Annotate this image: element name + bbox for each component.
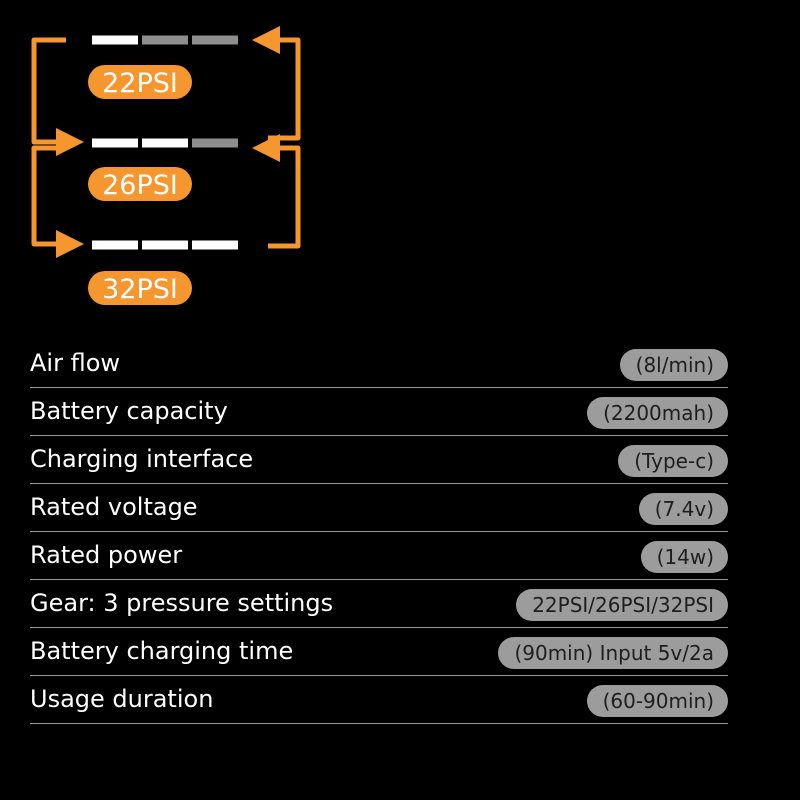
spec-row: Battery capacity (2200mah)	[30, 388, 728, 436]
spec-label: Gear: 3 pressure settings	[30, 589, 334, 617]
psi-pill	[88, 167, 192, 201]
level-segment-on	[192, 240, 238, 250]
level-segment-on	[92, 138, 138, 148]
spec-label: Rated voltage	[30, 493, 198, 521]
psi-pill-label: 22PSI	[102, 68, 178, 99]
spec-label: Battery capacity	[30, 397, 228, 425]
spec-row: Charging interface (Type-c)	[30, 436, 728, 484]
cycle-arrows	[31, 37, 301, 249]
arrow-left-26-to-32	[31, 145, 66, 247]
gear-cycle-diagram: 22PSI 26PSI 32PSI	[31, 26, 301, 305]
spec-value-pill: 22PSI/26PSI/32PSI	[516, 589, 728, 621]
spec-label: Battery charging time	[30, 637, 294, 665]
spec-value-pill: (7.4v)	[638, 493, 728, 525]
spec-row: Rated power (14w)	[30, 532, 728, 580]
level-segment-on	[142, 138, 188, 148]
psi-pill	[88, 271, 192, 305]
arrow-right-32-to-26	[268, 145, 301, 249]
level-segment-off	[142, 35, 188, 45]
arrow-head-right-icon	[56, 128, 84, 156]
spec-label: Charging interface	[30, 445, 254, 473]
arrow-heads	[56, 26, 280, 258]
arrow-left-22-to-26	[31, 37, 66, 145]
level-segment-on	[142, 240, 188, 250]
psi-pill-label: 26PSI	[102, 170, 178, 201]
spec-value-pill: (Type-c)	[618, 445, 728, 477]
spec-table: Air flow (8l/min) Battery capacity (2200mah…	[30, 340, 728, 724]
spec-value-pill: (2200mah)	[587, 397, 728, 429]
arrow-head-left-icon	[252, 26, 280, 54]
spec-label: Air flow	[30, 349, 121, 377]
spec-value-pill: (8l/min)	[619, 349, 728, 381]
spec-label: Rated power	[30, 541, 183, 569]
spec-value-pill: (60-90min)	[586, 685, 728, 717]
spec-row: Rated voltage (7.4v)	[30, 484, 728, 532]
psi-pill-label: 32PSI	[102, 274, 178, 305]
spec-value-pill: (90min) Input 5v/2a	[498, 637, 728, 669]
spec-row: Air flow (8l/min)	[30, 340, 728, 388]
spec-value-pill: (14w)	[640, 541, 728, 573]
level-segment-on	[92, 240, 138, 250]
arrow-right-26-to-22	[268, 37, 301, 141]
spec-row: Gear: 3 pressure settings 22PSI/26PSI/32P…	[30, 580, 728, 628]
spec-row: Usage duration (60-90min)	[30, 676, 728, 724]
level-segment-on	[92, 35, 138, 45]
gear-rows: 22PSI 26PSI 32PSI	[88, 35, 238, 305]
spec-row: Battery charging time (90min) Input 5v/2a	[30, 628, 728, 676]
level-segment-off	[192, 35, 238, 45]
level-segment-off	[192, 138, 238, 148]
arrow-head-left-icon	[252, 134, 280, 162]
spec-label: Usage duration	[30, 685, 214, 713]
arrow-head-right-icon	[56, 230, 84, 258]
psi-pill	[88, 65, 192, 99]
